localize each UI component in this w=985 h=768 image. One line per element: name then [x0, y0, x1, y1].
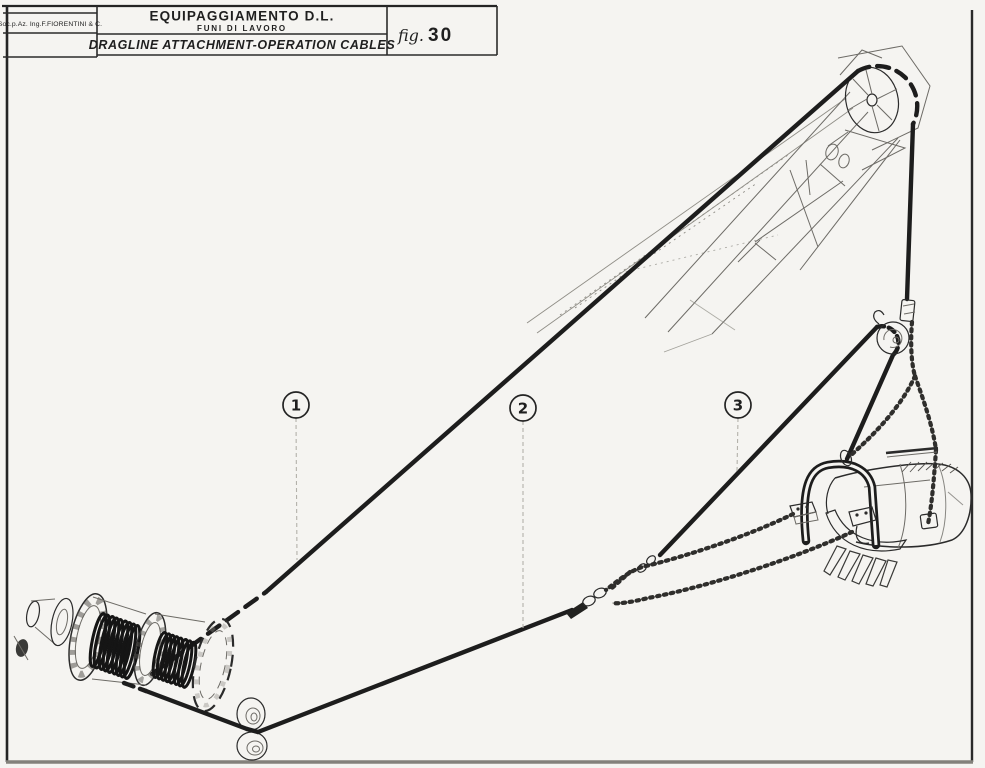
hoist-chains — [847, 319, 939, 530]
title-block: Soc.p.Az. Ing.F.FIORENTINI & C. EQUIPAGG… — [0, 6, 498, 58]
bail-shackle — [839, 449, 853, 467]
dump-sheave-block — [873, 299, 916, 355]
title-line-2: FUNI DI LAVORO — [197, 24, 287, 33]
callout-2-circle — [509, 394, 537, 422]
callout-3-circle — [724, 391, 752, 419]
dragline-bucket — [789, 449, 972, 588]
callout-1-circle — [282, 391, 310, 419]
drag-cable — [121, 602, 588, 735]
callout-3: 3 — [724, 391, 752, 473]
hoist-cable — [149, 63, 920, 677]
company-name: Soc.p.Az. Ing.F.FIORENTINI & C. — [0, 21, 102, 28]
callout-1: 1 — [282, 391, 310, 561]
callout-1-number: 1 — [291, 397, 301, 415]
figure-number: 30 — [428, 25, 453, 46]
callout-2: 2 — [509, 394, 537, 630]
winch-drums — [13, 593, 235, 713]
drawing-subtitle: DRAGLINE ATTACHMENT-OPERATION CABLES — [89, 38, 396, 52]
callout-2-number: 2 — [518, 400, 528, 418]
figure-label: fig. — [397, 26, 424, 45]
boom-lattice — [644, 91, 899, 353]
drag-chains — [582, 511, 855, 607]
title-line-1: EQUIPAGGIAMENTO D.L. — [149, 9, 334, 24]
callout-1-leader — [295, 417, 298, 561]
callout-3-number: 3 — [733, 397, 743, 415]
drag-cable-socket — [566, 602, 588, 619]
callout-3-leader — [736, 417, 739, 473]
sheet-border — [2, 4, 974, 764]
